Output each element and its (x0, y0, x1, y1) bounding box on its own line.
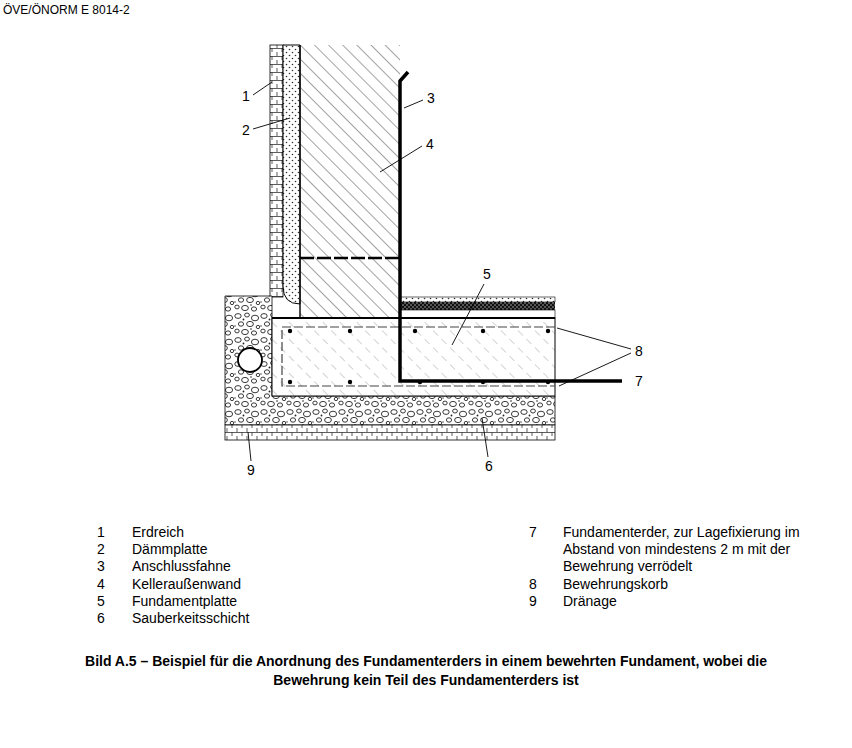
legend-text: Dränage (563, 593, 617, 610)
legend-number: 6 (97, 610, 105, 627)
callout-number: 3 (425, 90, 437, 107)
callout-number: 9 (245, 462, 257, 479)
legend-text: Bewehrungskorb (563, 576, 668, 593)
foundation-slab (272, 318, 555, 396)
gravel-bed (225, 296, 555, 425)
floor-layer (400, 302, 555, 310)
wall-joint (300, 257, 400, 260)
header-label: ÖVE/ÖNORM E 8014-2 (3, 3, 130, 17)
legend-text: Kelleraußenwand (132, 576, 241, 593)
legend-number: 7 (529, 524, 537, 541)
slab-top-edge (272, 317, 555, 319)
callout-number: 5 (481, 266, 493, 283)
callout-number: 1 (240, 88, 252, 105)
legend-number: 9 (529, 593, 537, 610)
legend-text: Anschlussfahne (132, 558, 231, 575)
legend-number: 4 (97, 576, 105, 593)
drain-pipe (238, 348, 262, 372)
legend-number: 3 (97, 558, 105, 575)
soil-strip (270, 45, 283, 297)
callout-number: 7 (633, 373, 645, 390)
leader-lines (248, 82, 631, 461)
legend-text: Fundamenterder, zur Lagefixierung im Abs… (563, 524, 811, 575)
earth-electrode (400, 72, 622, 381)
legend-text: Sauberkeitsschicht (132, 610, 250, 627)
legend-text: Fundamentplatte (132, 593, 237, 610)
callout-number: 8 (633, 343, 645, 360)
legend-text: Dämmplatte (132, 541, 207, 558)
basement-wall (300, 45, 400, 318)
foundation-slab (272, 318, 555, 396)
wall-edge (299, 45, 300, 318)
legend-text: Erdreich (132, 524, 184, 541)
legend-number: 5 (97, 593, 105, 610)
legend-number: 2 (97, 541, 105, 558)
floor-layer (400, 297, 555, 302)
reinforcement-cage (282, 327, 555, 386)
callout-number: 4 (424, 136, 436, 153)
figure-caption: Bild A.5 – Beispiel für die Anordnung de… (66, 652, 786, 690)
legend-number: 1 (97, 524, 105, 541)
floor-layer (400, 310, 555, 318)
legend-number: 8 (529, 576, 537, 593)
reinforcement-bars (288, 329, 550, 384)
callout-number: 6 (483, 458, 495, 475)
insulation-board (283, 45, 300, 304)
soil-strip (225, 425, 555, 440)
callout-number: 2 (240, 122, 252, 139)
